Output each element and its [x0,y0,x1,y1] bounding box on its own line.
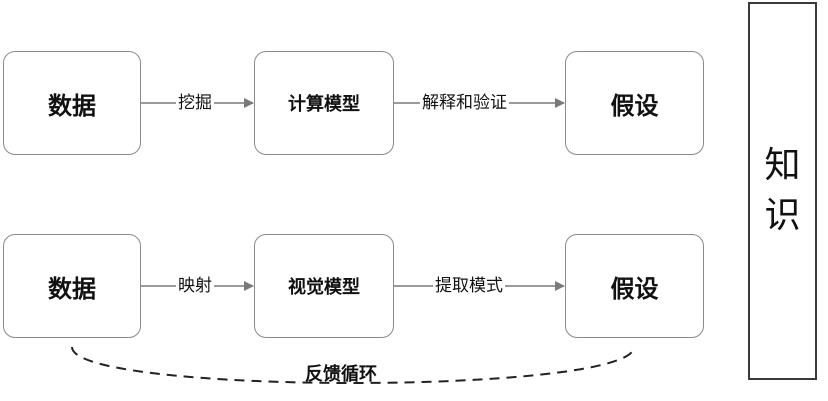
data-node-bottom: 数据 [3,234,141,338]
computational-model-node: 计算模型 [254,51,394,155]
feedback-loop-curve [71,346,635,384]
knowledge-panel: 知 识 [748,2,817,380]
data-node-top: 数据 [3,51,141,155]
visual-model-label: 视觉模型 [288,277,360,298]
hypothesis-node-bottom: 假设 [565,234,704,338]
edge-label-mapping: 映射 [176,276,214,296]
hypothesis-node-top: 假设 [565,51,704,155]
feedback-loop-label: 反馈循环 [305,364,377,385]
computational-model-label: 计算模型 [288,94,360,115]
knowledge-char-1: 知 [764,145,801,186]
knowledge-char-2: 识 [764,195,801,236]
data-node-top-label: 数据 [48,91,96,120]
edge-label-mining: 挖掘 [176,93,214,113]
hypothesis-node-top-label: 假设 [610,91,659,120]
edge-label-interpret-verify: 解释和验证 [420,93,509,113]
data-node-bottom-label: 数据 [48,274,96,303]
hypothesis-node-bottom-label: 假设 [610,274,659,303]
visual-model-node: 视觉模型 [254,234,394,338]
edge-label-extract-pattern: 提取模式 [433,276,505,296]
